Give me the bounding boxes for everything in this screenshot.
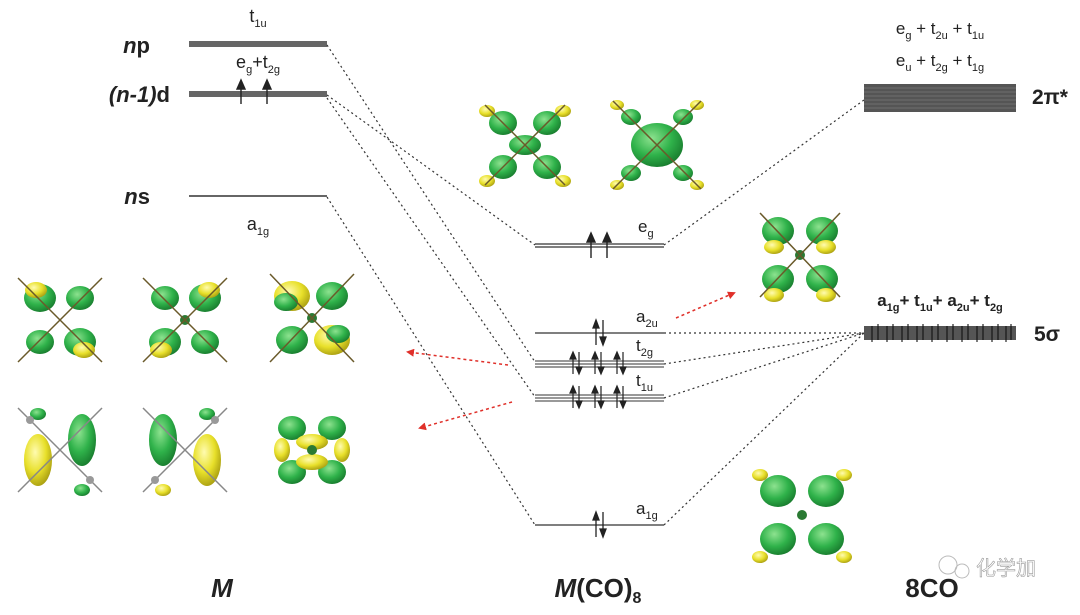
orbital-ligand-upper	[759, 212, 841, 302]
complex-a2u-level: a2u	[535, 307, 664, 347]
orbital-metal-5	[142, 407, 228, 496]
metal-np-level: np t1u	[123, 6, 327, 58]
np-symmetry: t1u	[249, 6, 266, 30]
column-label-complex: M(CO)8	[555, 573, 642, 607]
complex-a1g-label: a1g	[636, 499, 658, 522]
ligand-2pi-symmetry-2: eu + t2g + t1g	[896, 51, 984, 74]
orbital-metal-4	[17, 407, 103, 496]
orbital-ligand-lower	[752, 469, 852, 563]
ns-symmetry: a1g	[247, 214, 269, 238]
complex-t2g-level: t2g	[535, 336, 664, 376]
ligand-5sigma-symmetry: a1g+ t1u+ a2u+ t2g	[877, 291, 1003, 314]
ligand-2pi-symmetry-1: eg + t2u + t1u	[896, 19, 984, 42]
ligand-5sigma-electrons	[871, 324, 1012, 342]
nd-symmetry: eg+t2g	[236, 52, 280, 76]
ligand-5sigma-level: 5σ a1g+ t1u+ a2u+ t2g	[864, 291, 1060, 346]
red-pointer-arrows	[406, 291, 736, 431]
column-label-ligand: 8CO	[905, 573, 958, 603]
nd-label: (n-1)d	[109, 82, 170, 107]
complex-t1u-level: t1u	[535, 371, 664, 410]
correlation-lines	[326, 44, 865, 526]
metal-ns-level: ns a1g	[124, 184, 327, 238]
orbital-eg-left	[479, 104, 571, 187]
watermark-text: 化学加	[976, 556, 1036, 580]
complex-a1g-level: a1g	[535, 499, 664, 539]
np-label: np	[123, 33, 150, 58]
orbital-eg-right	[610, 100, 704, 190]
complex-a2u-label: a2u	[636, 307, 658, 330]
complex-t2g-label: t2g	[636, 336, 653, 359]
ligand-5sigma-label: 5σ	[1034, 323, 1060, 346]
ligand-2pi-label: 2π*	[1032, 86, 1069, 109]
orbital-metal-6	[274, 416, 350, 484]
ns-label: ns	[124, 184, 150, 209]
ligand-2pi-level: 2π* eg + t2u + t1u eu + t2g + t1g	[864, 19, 1069, 112]
complex-eg-label: eg	[638, 217, 654, 240]
column-label-metal: M	[211, 573, 234, 603]
orbital-metal-1	[17, 277, 103, 363]
nd-electron-arrows	[235, 78, 273, 104]
orbital-images	[17, 100, 852, 563]
complex-eg-level: eg	[535, 217, 664, 258]
watermark: 化学加	[937, 554, 1036, 580]
complex-t1u-label: t1u	[636, 371, 653, 394]
metal-nd-level: (n-1)d eg+t2g	[109, 52, 327, 107]
orbital-metal-2	[142, 277, 228, 363]
orbital-metal-3	[269, 273, 355, 363]
